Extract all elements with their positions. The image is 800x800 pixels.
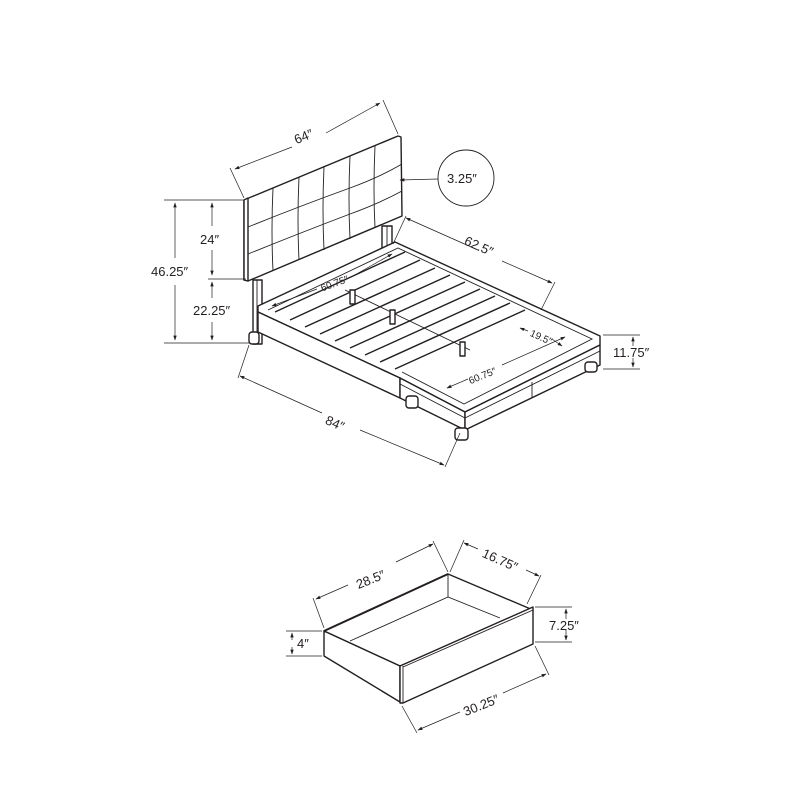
label-headboard-clearance: 22.25″ xyxy=(193,303,231,318)
headboard xyxy=(243,135,403,282)
label-drawer-front-height: 7.25″ xyxy=(549,618,579,633)
drawer-box xyxy=(323,573,534,704)
bed-frame xyxy=(248,241,601,441)
drawer-dimension-lines xyxy=(286,539,572,734)
callout-circle xyxy=(437,149,495,207)
label-drawer-side-height: 4″ xyxy=(297,636,309,651)
label-overall-length: 84″ xyxy=(323,412,347,434)
label-drawer-front-length: 30.25″ xyxy=(461,691,501,719)
drawer-drawing: 28.5″ 16.75″ 7.25″ 4″ 30.25″ xyxy=(286,539,579,734)
bed-slats xyxy=(274,251,526,370)
bed-dimension-lines xyxy=(164,99,640,468)
label-headboard-width: 64″ xyxy=(292,126,316,147)
label-overall-width: 62.5″ xyxy=(462,233,496,259)
label-rail-height: 11.75″ xyxy=(613,345,650,360)
label-headboard-thickness: 3.25″ xyxy=(447,171,477,186)
bed-drawing: 64″ 3.25″ 24″ 46.25″ 22.25″ 62.5″ 84″ 11… xyxy=(151,99,650,468)
label-headboard-height: 24″ xyxy=(200,232,219,247)
label-total-height: 46.25″ xyxy=(151,264,189,279)
label-drawer-inner-length: 28.5″ xyxy=(354,567,388,592)
label-drawer-depth: 16.75″ xyxy=(480,546,520,575)
